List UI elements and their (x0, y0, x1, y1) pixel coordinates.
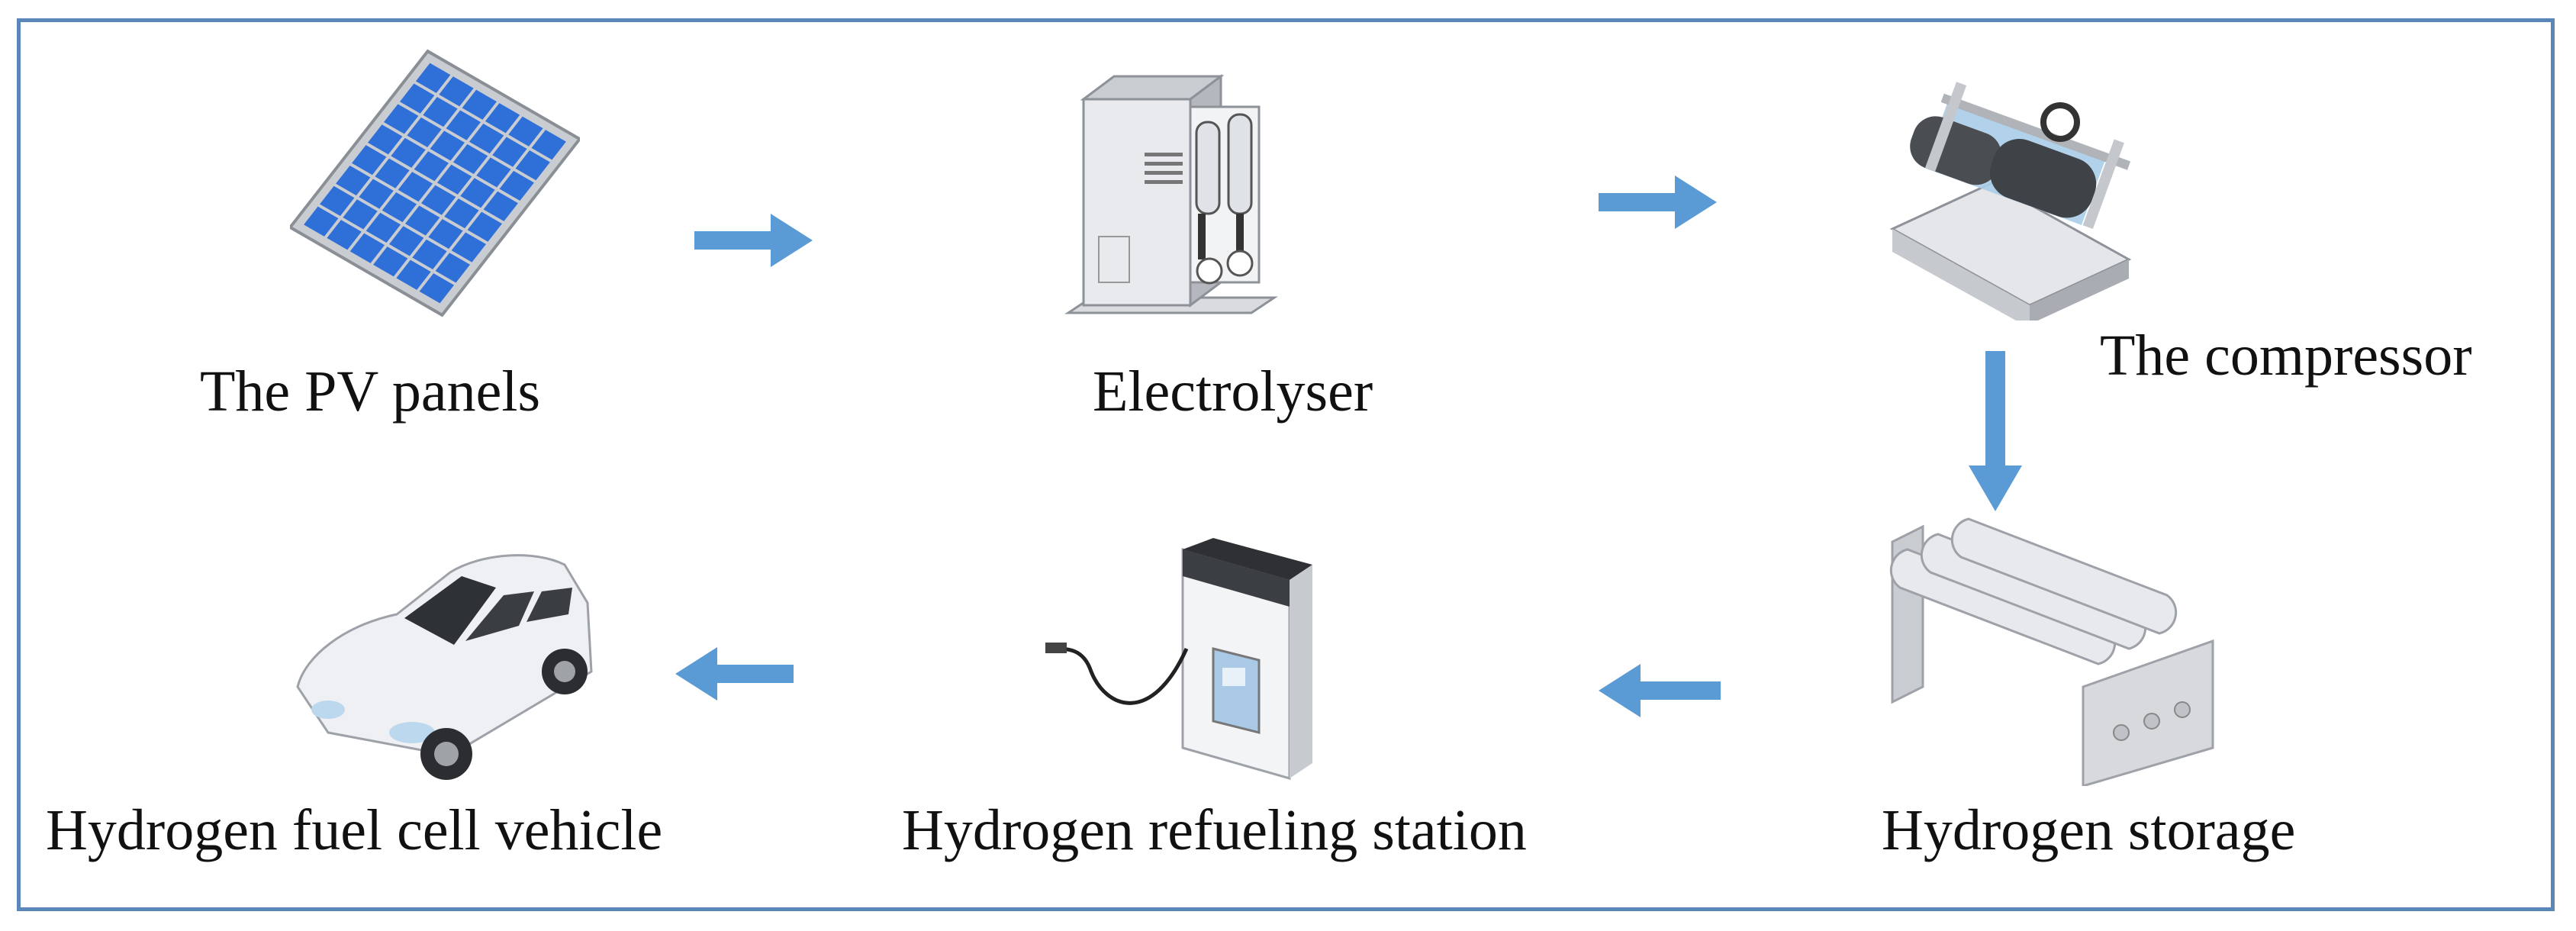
solar-cell (343, 199, 378, 230)
solar-cell (451, 232, 486, 263)
solar-cell (515, 150, 550, 181)
solar-cell (446, 110, 481, 140)
solar-cell (414, 151, 449, 182)
arrow-storage-to-station (1599, 664, 1721, 717)
solar-cell (375, 158, 410, 188)
solar-cell (419, 273, 455, 304)
arrow-shape (1599, 176, 1717, 229)
solar-cell (327, 220, 362, 250)
solar-cell (469, 124, 504, 154)
hydrogen-tanks-icon (1889, 517, 2214, 786)
arrow-shape (675, 647, 794, 701)
label-hydrogen-storage: Hydrogen storage (1882, 798, 2296, 862)
solar-cell (405, 205, 440, 236)
solar-cell (336, 165, 371, 196)
solar-cell (391, 137, 426, 168)
solar-cell (365, 212, 401, 243)
solar-cell (476, 157, 511, 188)
label-fuel-cell-vehicle: Hydrogen fuel cell vehicle (46, 798, 663, 862)
solar-cell (420, 185, 456, 215)
solar-cell (462, 89, 497, 120)
solar-cell (430, 130, 465, 161)
solar-cell (398, 172, 433, 202)
arrow-shape (694, 214, 813, 267)
solar-cell (412, 239, 447, 269)
solar-cell (407, 117, 442, 148)
solar-cell (304, 206, 339, 237)
compressor-icon (1889, 82, 2132, 321)
electrolyser-icon (1064, 74, 1278, 314)
label-compressor: The compressor (2100, 324, 2472, 388)
car-icon (296, 554, 593, 780)
solar-panel-icon (290, 49, 580, 317)
arrow-pv-to-electrolyser (694, 214, 813, 267)
solar-cell (382, 192, 417, 223)
solar-cell (531, 130, 566, 160)
arrow-shape (1599, 664, 1721, 717)
label-refueling-station: Hydrogen refueling station (902, 798, 1527, 862)
solar-cell (384, 104, 419, 134)
solar-cell (492, 137, 527, 167)
solar-cell (467, 211, 502, 242)
solar-cell (368, 124, 403, 155)
solar-cell (436, 164, 472, 195)
solar-cell (400, 83, 435, 114)
arrow-shape (1969, 351, 2022, 511)
label-pv-panels: The PV panels (200, 359, 541, 424)
solar-cell (359, 179, 394, 209)
fuel-dispenser-icon (1045, 538, 1312, 780)
solar-cell (320, 185, 355, 216)
solar-cell (415, 63, 451, 93)
solar-cell (485, 103, 520, 134)
solar-cell (444, 198, 479, 229)
arrow-compressor-to-storage (1969, 351, 2022, 511)
solar-cell (508, 116, 543, 147)
solar-cell (499, 170, 534, 201)
arrow-station-to-vehicle (675, 647, 794, 701)
solar-cell (373, 246, 408, 277)
solar-cell (428, 218, 463, 250)
solar-cell (423, 97, 458, 127)
solar-cell (352, 145, 387, 176)
solar-cell (460, 178, 495, 208)
solar-cell (439, 76, 474, 107)
solar-cell (452, 143, 488, 175)
label-electrolyser: Electrolyser (1093, 359, 1373, 424)
solar-cell (389, 226, 424, 256)
solar-cell (396, 259, 431, 290)
solar-cell (435, 253, 470, 283)
arrow-electrolyser-to-compressor (1599, 176, 1717, 229)
solar-cell (349, 233, 385, 263)
solar-cell (483, 191, 518, 221)
